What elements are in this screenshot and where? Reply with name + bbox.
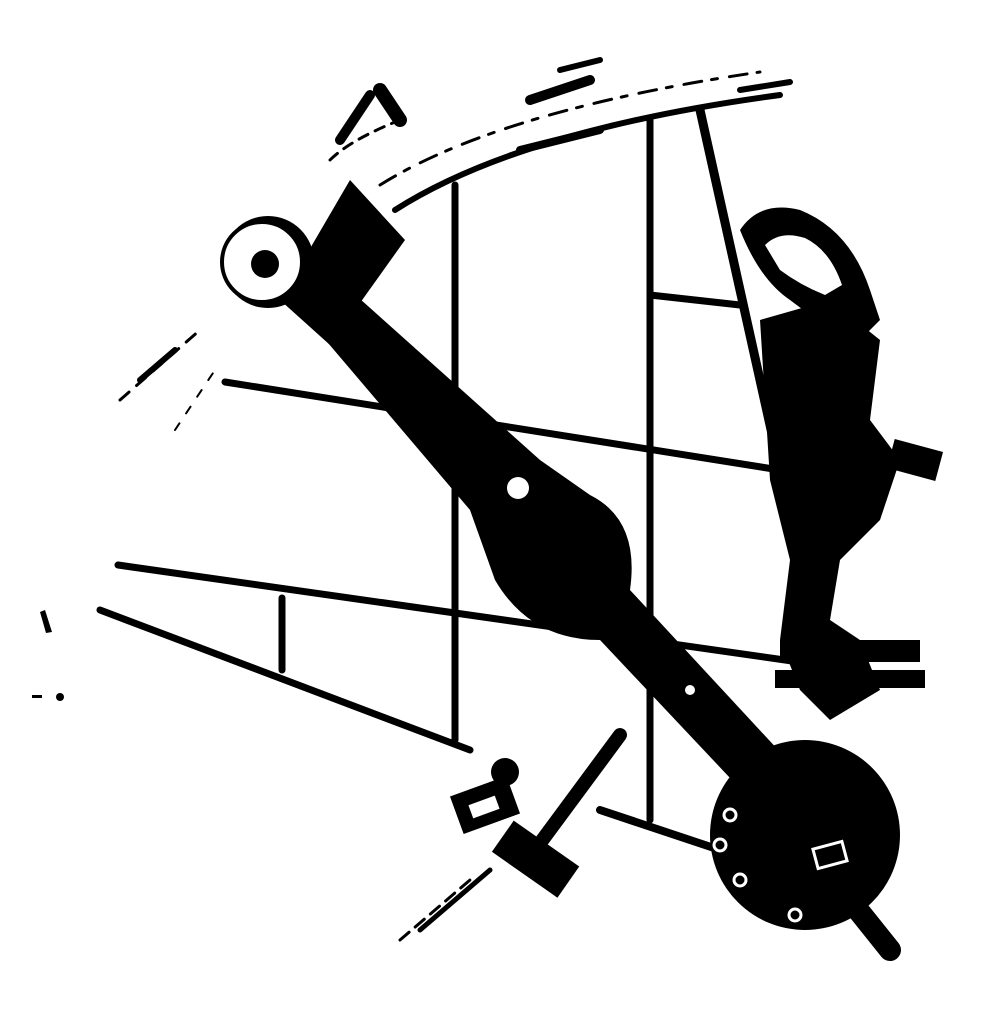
micrometer-drum: [710, 740, 901, 961]
index-arm: [220, 83, 880, 900]
handle-clamp: [449, 728, 627, 898]
horizon-mirror-bracket: [740, 207, 944, 720]
stray-marks: [32, 610, 64, 701]
graduated-arc: [118, 57, 793, 942]
